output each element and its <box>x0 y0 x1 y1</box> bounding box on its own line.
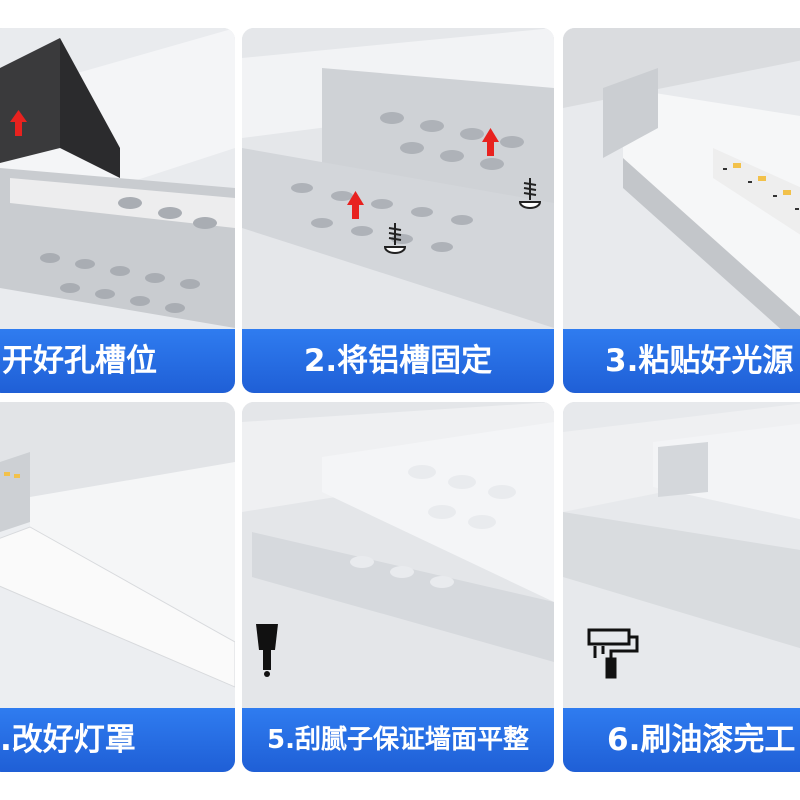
step2-illustration <box>242 28 554 393</box>
step1-caption: 开好孔槽位 <box>0 329 235 393</box>
step4-label: .改好灯罩 <box>0 722 136 758</box>
step-card-5: 5.刮腻子保证墙面平整 <box>242 402 554 772</box>
step4-caption: .改好灯罩 <box>0 708 235 772</box>
step2-label: 2.将铝槽固定 <box>303 343 493 379</box>
step5-caption: 5.刮腻子保证墙面平整 <box>242 708 554 772</box>
step3-label: 3.粘贴好光源 <box>605 343 794 379</box>
step3-caption: 3.粘贴好光源 <box>563 329 800 393</box>
step6-label: 6.刷油漆完工 <box>607 722 796 758</box>
step5-label: 5.刮腻子保证墙面平整 <box>267 725 529 755</box>
step2-caption: 2.将铝槽固定 <box>242 329 554 393</box>
step-card-6: 6.刷油漆完工 <box>563 402 800 772</box>
putty-knife-icon <box>256 624 278 677</box>
step4-illustration <box>0 402 235 772</box>
step1-label: 开好孔槽位 <box>2 343 157 379</box>
step-card-1: 开好孔槽位 <box>0 28 235 393</box>
step-card-3: 3.粘贴好光源 <box>563 28 800 393</box>
red-arrow-icon <box>347 128 499 219</box>
screw-icon <box>383 178 542 254</box>
step-card-2: 2.将铝槽固定 <box>242 28 554 393</box>
red-arrow-icon <box>10 110 27 136</box>
step-card-4: .改好灯罩 <box>0 402 235 772</box>
paint-roller-icon <box>587 628 639 679</box>
step6-caption: 6.刷油漆完工 <box>563 708 800 772</box>
